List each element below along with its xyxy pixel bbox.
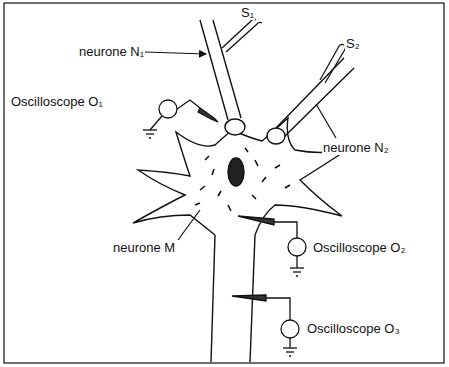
stimulator-s1 [222,19,262,52]
oscilloscope-o1 [143,100,218,138]
neurone-n1 [200,20,245,135]
leader-line [145,52,206,54]
leader-line [316,104,336,138]
neurone-label: neurone M [112,240,176,255]
neurone-n2 [267,58,354,144]
stimulator-label: S₂ [345,36,361,51]
frame [4,3,444,363]
leader-line [178,210,200,240]
oscilloscope-label: Oscilloscope O₁ [10,94,104,109]
neurone-label: neurone N₁ [78,44,145,59]
stimulator-label: S₁ [240,5,255,20]
oscilloscope-o2 [238,216,306,276]
oscilloscope-o3 [232,295,299,356]
oscilloscope-label: Oscilloscope O₂ [312,240,406,255]
oscilloscope-label: Oscilloscope O₃ [306,321,401,336]
neurone-label: neurone N₂ [322,140,390,155]
